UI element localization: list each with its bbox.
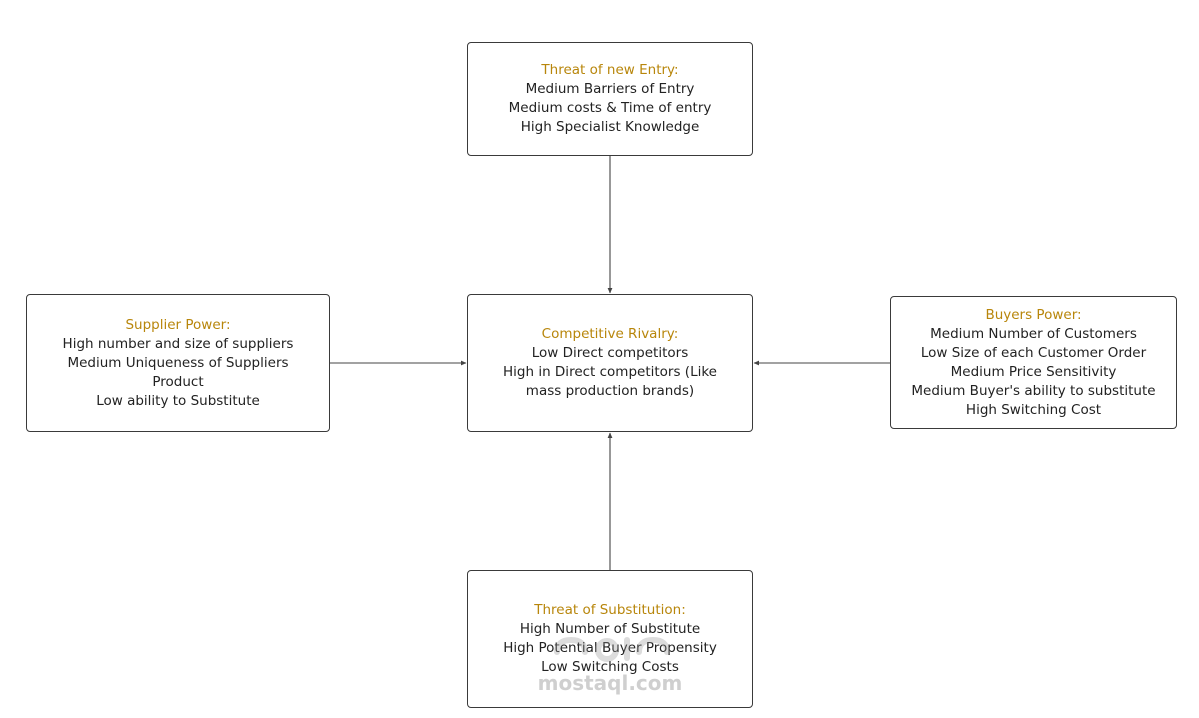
threat-of-new-entry-title: Threat of new Entry:	[541, 62, 679, 78]
threat-of-new-entry-line: Medium Barriers of Entry	[525, 81, 695, 97]
buyers-power-box: Buyers Power: Medium Number of Customers…	[890, 296, 1177, 429]
threat-of-substitution-line: High Number of Substitute	[519, 621, 701, 637]
buyers-power-title: Buyers Power:	[985, 306, 1082, 323]
threat-of-new-entry-line: High Specialist Knowledge	[520, 119, 700, 135]
supplier-power-line: High number and size of suppliers	[62, 335, 294, 352]
buyers-power-line: Medium Price Sensitivity	[950, 363, 1117, 380]
threat-of-substitution-line: Low Switching Costs	[541, 659, 679, 675]
supplier-power-box: Supplier Power: High number and size of …	[26, 294, 330, 432]
buyers-power-line: High Switching Cost	[965, 401, 1102, 418]
competitive-rivalry-line: Low Direct competitors	[531, 345, 689, 361]
competitive-rivalry-title: Competitive Rivalry:	[541, 326, 679, 342]
supplier-power-line: Low ability to Substitute	[96, 392, 260, 409]
threat-of-new-entry-box: Threat of new Entry: Medium Barriers of …	[467, 42, 753, 156]
buyers-power-line: Medium Number of Customers	[930, 325, 1137, 342]
threat-of-new-entry-line: Medium costs & Time of entry	[508, 100, 712, 116]
buyers-power-line: Medium Buyer's ability to substitute	[911, 382, 1156, 399]
supplier-power-line: Medium Uniqueness of Suppliers Product	[67, 354, 289, 390]
supplier-power-title: Supplier Power:	[125, 316, 231, 333]
threat-of-substitution-title: Threat of Substitution:	[534, 602, 686, 618]
threat-of-substitution-box: Threat of Substitution: High Number of S…	[467, 570, 753, 708]
buyers-power-line: Low Size of each Customer Order	[920, 344, 1147, 361]
competitive-rivalry-box: Competitive Rivalry: Low Direct competit…	[467, 294, 753, 432]
threat-of-substitution-line: High Potential Buyer Propensity	[503, 640, 717, 656]
competitive-rivalry-line: High in Direct competitors (Like mass pr…	[503, 364, 717, 399]
